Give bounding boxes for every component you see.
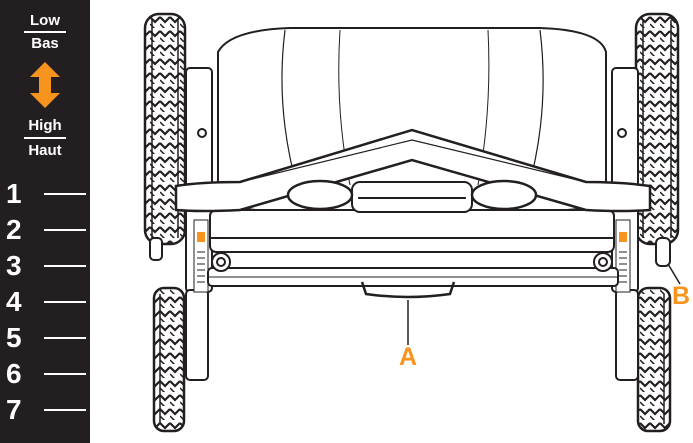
mower-front-view-drawing <box>143 12 681 433</box>
position-1-tick <box>44 193 86 195</box>
high-divider <box>24 137 66 139</box>
position-2-label: 2 <box>6 214 22 245</box>
position-4-tick <box>44 301 86 303</box>
position-2-tick <box>44 229 86 231</box>
up-down-arrow-icon <box>30 62 60 108</box>
handle-bar <box>174 128 652 213</box>
high-label-en: High <box>28 117 62 134</box>
position-4-label: 4 <box>6 286 22 317</box>
front-left-wheel <box>152 286 186 433</box>
high-label-fr: Haut <box>28 142 62 159</box>
mower-deck <box>209 181 615 253</box>
height-lever <box>149 237 671 267</box>
position-3-tick <box>44 265 86 267</box>
callout-b-leader <box>667 263 681 285</box>
position-7-tick <box>44 409 86 411</box>
low-divider <box>24 31 66 33</box>
position-5-tick <box>44 337 86 339</box>
callout-b-label: B <box>672 282 691 310</box>
low-label-en: Low <box>30 12 60 29</box>
position-5-label: 5 <box>6 322 22 353</box>
front-axle <box>207 252 619 287</box>
height-scale-panel: Low Bas High Haut 1 2 3 4 5 6 7 <box>0 0 90 443</box>
height-gauges <box>193 219 631 293</box>
position-6-tick <box>44 373 86 375</box>
lift-handle <box>360 281 456 299</box>
callout-a-label: A <box>399 343 418 371</box>
position-3-label: 3 <box>6 250 22 281</box>
position-1-label: 1 <box>6 178 22 209</box>
position-6-label: 6 <box>6 358 22 389</box>
position-7-label: 7 <box>6 394 22 425</box>
low-label-fr: Bas <box>31 35 59 52</box>
front-right-wheel <box>636 286 672 433</box>
